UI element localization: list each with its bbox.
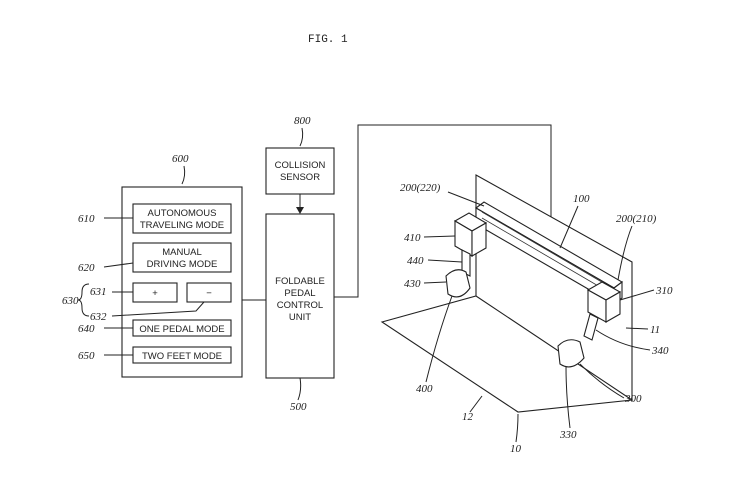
ref-630: 630 — [62, 295, 79, 307]
ref-650: 650 — [78, 350, 95, 362]
leader-800 — [299, 127, 304, 147]
collision-sensor-line2: SENSOR — [280, 172, 320, 183]
floor-panel — [380, 295, 634, 413]
leader-300 — [579, 363, 625, 399]
leader-440 — [427, 259, 463, 263]
leader-310 — [619, 289, 655, 301]
collision-sensor-line1: COLLISION — [275, 160, 326, 171]
ref-200-220: 200(220) — [400, 182, 441, 194]
ref-12: 12 — [462, 411, 474, 423]
collision-sensor-box — [265, 147, 335, 195]
one-pedal-mode-label: ONE PEDAL MODE — [139, 324, 224, 335]
ref-610: 610 — [78, 213, 95, 225]
left-pedal — [445, 269, 471, 298]
ref-800: 800 — [294, 115, 311, 127]
ref-631: 631 — [90, 286, 107, 298]
plus-label: + — [152, 288, 158, 299]
ref-440: 440 — [407, 255, 424, 267]
right-arm — [583, 313, 599, 341]
leader-340 — [595, 329, 651, 351]
ref-340: 340 — [651, 345, 669, 357]
ref-430: 430 — [404, 278, 421, 290]
left-arm — [461, 249, 471, 277]
two-feet-mode-label: TWO FEET MODE — [142, 351, 222, 362]
leader-400 — [425, 295, 453, 383]
ref-200-210: 200(210) — [616, 213, 657, 225]
ref-300: 300 — [624, 393, 642, 405]
leader-632 — [111, 301, 205, 317]
leader-620 — [103, 262, 134, 268]
control-unit-line1: FOLDABLE — [275, 276, 325, 287]
figure-title: FIG. 1 — [308, 34, 348, 46]
ref-10: 10 — [510, 443, 522, 455]
ref-330: 330 — [559, 429, 577, 441]
leader-10 — [515, 413, 519, 443]
autonomous-mode-box — [132, 203, 232, 234]
leader-410 — [423, 235, 456, 238]
leader-430 — [423, 281, 447, 284]
leader-11 — [625, 327, 649, 330]
autonomous-mode-line1: AUTONOMOUS — [148, 208, 217, 219]
bar-rail-1 — [481, 211, 613, 289]
control-unit-line4: UNIT — [289, 312, 311, 323]
manual-mode-box — [132, 242, 232, 273]
leader-12 — [469, 395, 483, 413]
ref-100: 100 — [573, 193, 590, 205]
right-actuator-side — [605, 291, 621, 323]
ref-620: 620 — [78, 262, 95, 274]
leader-600 — [181, 165, 186, 185]
sensor-to-control-arrowhead — [296, 207, 304, 214]
control-to-vehicle-line — [334, 124, 552, 298]
leader-330 — [565, 365, 571, 429]
leader-200-220 — [447, 191, 485, 207]
ref-600: 600 — [172, 153, 189, 165]
ref-640: 640 — [78, 323, 95, 335]
ref-310: 310 — [655, 285, 673, 297]
ref-400: 400 — [416, 383, 433, 395]
manual-mode-line1: MANUAL — [162, 247, 202, 258]
left-actuator-side — [471, 222, 487, 257]
right-pedal — [557, 339, 585, 368]
ref-500: 500 — [290, 401, 307, 413]
ref-410: 410 — [404, 232, 421, 244]
control-unit-box — [265, 213, 335, 379]
vehicle-drawing — [380, 174, 634, 413]
manual-mode-line2: DRIVING MODE — [147, 259, 218, 270]
bar-rail-2 — [481, 217, 613, 295]
control-unit-line2: PEDAL — [284, 288, 315, 299]
brace-630 — [77, 283, 90, 317]
control-unit-line3: CONTROL — [277, 300, 323, 311]
ref-11: 11 — [650, 324, 660, 336]
leader-200-210 — [617, 225, 633, 281]
minus-button-box — [186, 282, 232, 303]
ref-632: 632 — [90, 311, 107, 323]
leader-100 — [559, 205, 579, 249]
autonomous-mode-line2: TRAVELING MODE — [140, 220, 224, 231]
minus-label: − — [206, 288, 212, 299]
leader-500 — [297, 377, 302, 401]
